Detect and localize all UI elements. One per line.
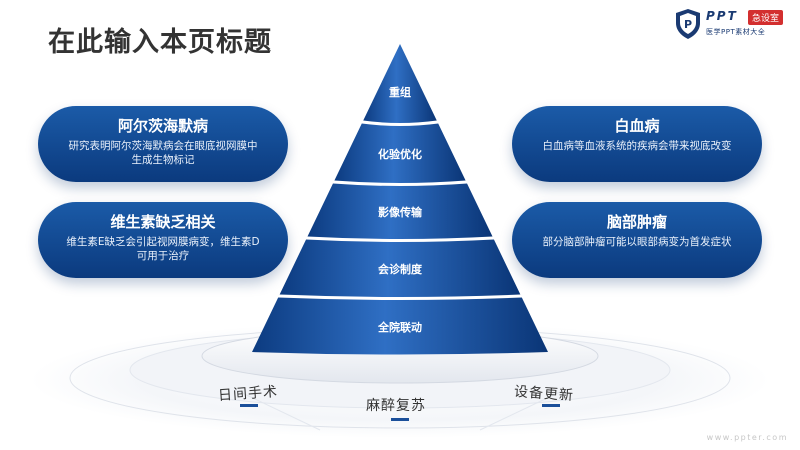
ring-marker: [391, 418, 409, 421]
platform-label-day-surgery: 日间手术: [217, 383, 279, 405]
brand-logo: P PPT 急设室 医学PPT素材大全: [674, 8, 794, 42]
card-description: 部分脑部肿瘤可能以眼部病变为首发症状: [542, 236, 732, 248]
svg-text:P: P: [684, 18, 692, 31]
logo-brand-text: PPT: [706, 9, 738, 23]
card-title: 阿尔茨海默病: [117, 117, 208, 135]
card-description: 白血病等血液系统的疾病会带来视底改变: [542, 140, 732, 152]
pyramid-tier: [334, 123, 466, 183]
logo-subtitle: 医学PPT素材大全: [706, 28, 766, 36]
pyramid-tier: [279, 239, 521, 297]
card-brain-tumor: 脑部肿瘤 部分脑部肿瘤可能以眼部病变为首发症状: [512, 202, 762, 278]
page-title: 在此输入本页标题: [48, 27, 272, 58]
card-leukemia: 白血病 白血病等血液系统的疾病会带来视底改变: [512, 106, 762, 182]
watermark: www.ppter.com: [706, 433, 788, 442]
pyramid-tier-label: 重组: [389, 86, 411, 100]
shield-icon: P: [676, 9, 700, 39]
logo-badge: 急设室: [748, 10, 784, 25]
pyramid-tier-label: 化验优化: [378, 148, 422, 161]
card-alzheimers: 阿尔茨海默病 研究表明阿尔茨海默病会在眼底视网膜中生成生物标记: [38, 106, 288, 182]
card-description: 研究表明阿尔茨海默病会在眼底视网膜中生成生物标记: [68, 140, 258, 166]
pyramid-tier-label: 影像传输: [378, 206, 422, 219]
pyramid-tier: [363, 44, 437, 123]
platform-label-equipment: 设备更新: [513, 383, 575, 405]
platform-divider: [479, 389, 565, 431]
card-vitamin-deficiency: 维生素缺乏相关 维生素E缺乏会引起视网膜病变，维生素D可用于治疗: [38, 202, 288, 278]
pyramid-tier-label: 会诊制度: [378, 263, 422, 276]
card-title: 脑部肿瘤: [606, 213, 667, 231]
platform-divider: [235, 389, 321, 431]
pyramid-tier: [307, 183, 493, 239]
card-title: 白血病: [614, 117, 660, 135]
platform-label-anesthesia: 麻醉复苏: [366, 398, 426, 414]
card-title: 维生素缺乏相关: [110, 213, 216, 231]
pyramid-tier-label: 全院联动: [378, 320, 422, 334]
ring-marker: [240, 404, 258, 407]
card-description: 维生素E缺乏会引起视网膜病变，维生素D可用于治疗: [66, 236, 260, 262]
pyramid: [252, 44, 548, 355]
pyramid-tier: [252, 297, 548, 355]
ring-marker: [542, 404, 560, 407]
